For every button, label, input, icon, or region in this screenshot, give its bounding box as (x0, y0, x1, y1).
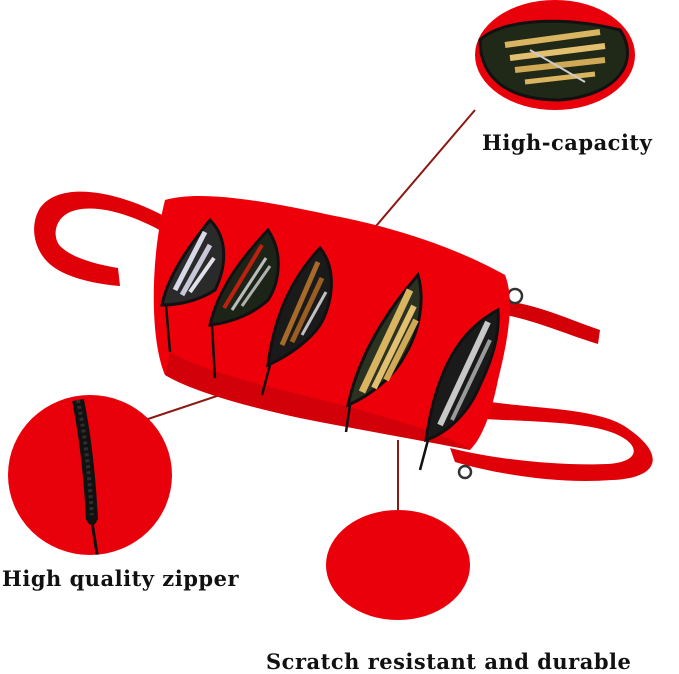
side-strap (500, 300, 600, 344)
d-ring-bottom (457, 464, 473, 480)
top-left-strap (34, 191, 175, 286)
feature-label-capacity: High-capacity (482, 130, 653, 155)
zipper-pulls (164, 304, 430, 471)
feature-label-durable: Scratch resistant and durable (266, 649, 632, 674)
feature-label-zipper: High quality zipper (2, 566, 240, 591)
bottom-right-strap (450, 398, 653, 481)
d-ring-right (506, 287, 524, 305)
tool-roll-bag-icon (34, 191, 653, 481)
bag-shading (165, 352, 470, 450)
tools (172, 230, 492, 427)
zipper-closeup-icon (8, 395, 172, 555)
fabric-swatch-icon (326, 510, 470, 620)
tool-pocket-closeup-icon (475, 0, 635, 110)
